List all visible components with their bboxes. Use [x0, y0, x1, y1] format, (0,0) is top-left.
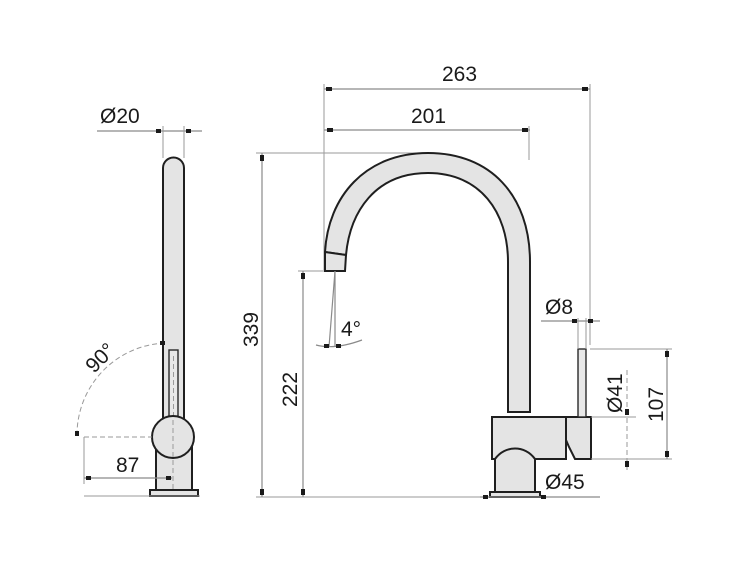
spout-reach-label: 201: [411, 105, 446, 128]
side-spout-diameter-label: Ø20: [100, 105, 140, 128]
side-base-plate: [149, 489, 199, 497]
total-reach-label: 263: [442, 63, 477, 86]
front-view: 263 201 339 222: [240, 63, 672, 499]
side-spout-tube: [162, 156, 185, 433]
base-diameter-label: Ø45: [545, 471, 585, 494]
outlet-height-label: 222: [279, 372, 302, 407]
front-spout-outlet: [324, 250, 348, 272]
dimension-body-diameter: Ø41: [591, 370, 672, 470]
front-base-plate: [489, 491, 541, 498]
total-height-label: 339: [240, 312, 263, 347]
dimension-outlet-height: 222: [279, 270, 330, 497]
dimension-spout-reach: 201: [324, 105, 530, 160]
dimension-lever-height: 107: [590, 348, 672, 459]
rotation-angle-label: 90°: [81, 339, 120, 378]
front-base-column: [494, 447, 536, 493]
dimension-base-diameter: Ø45: [480, 471, 600, 499]
front-lever: [577, 348, 587, 418]
front-spout-arc: [323, 151, 531, 413]
side-view: Ø20 90° 87: [75, 105, 202, 497]
dimension-rotation-angle: 90°: [75, 339, 166, 436]
outlet-angle-label: 4°: [341, 318, 361, 341]
dimension-side-spout-diameter: Ø20: [97, 105, 202, 158]
dimension-outlet-angle: 4°: [315, 270, 363, 348]
dimension-handle-offset: 87: [83, 436, 172, 484]
dimension-lever-diameter: Ø8: [541, 296, 600, 349]
handle-offset-label: 87: [116, 454, 139, 477]
dimension-total-reach: 263: [323, 63, 591, 345]
dimension-total-height: 339: [240, 152, 430, 497]
lever-diameter-label: Ø8: [545, 296, 573, 319]
body-diameter-label: Ø41: [604, 373, 627, 413]
lever-height-label: 107: [645, 387, 668, 422]
front-lever-base: [565, 416, 592, 460]
